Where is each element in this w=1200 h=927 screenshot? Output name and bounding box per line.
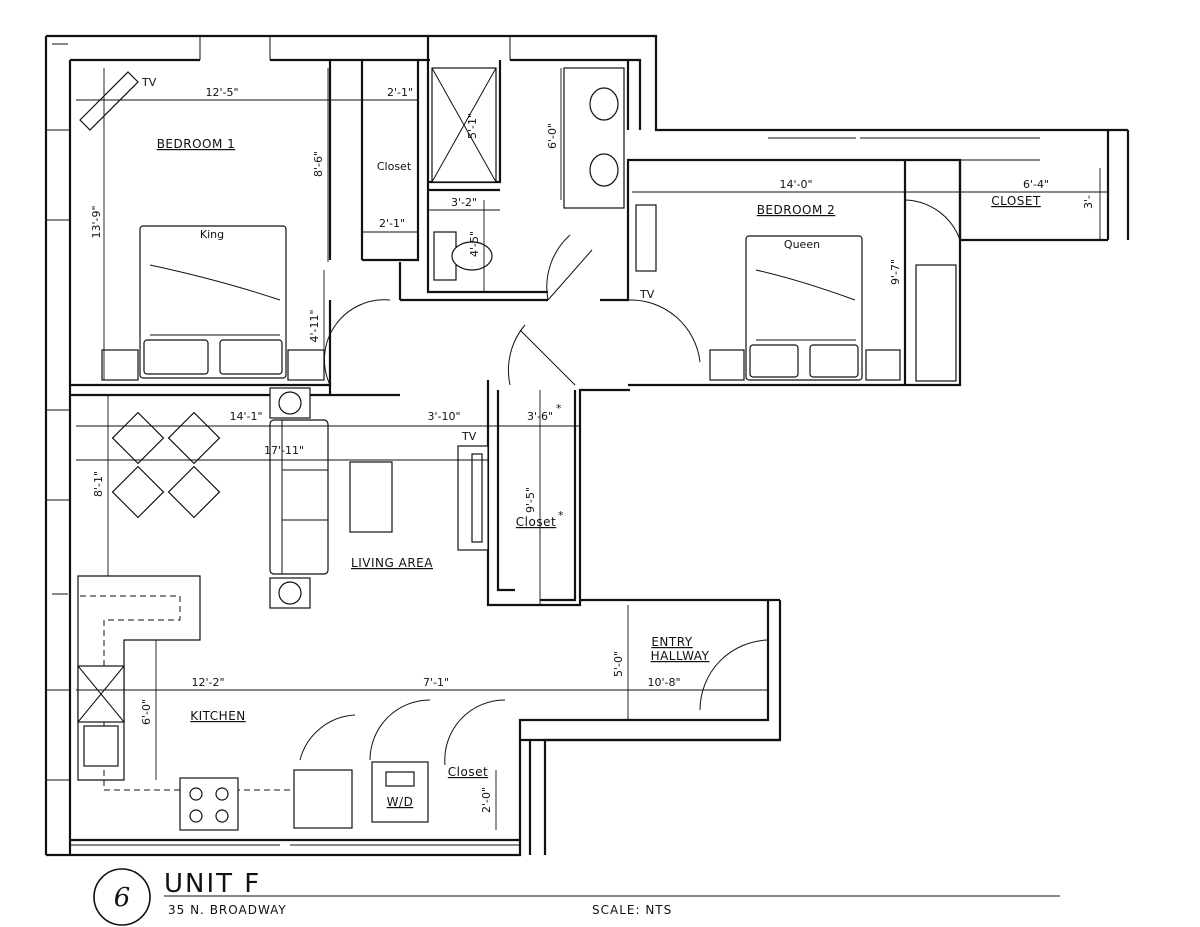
dim-closet-width-asterisk: * <box>556 402 562 415</box>
dim-living-width: 14'-1" <box>229 410 262 423</box>
dim-closet2-depth: 3'- <box>1082 195 1095 209</box>
dim-bedroom1-depth: 8'-6" <box>312 151 325 177</box>
tv-label-bedroom-1: TV <box>141 76 157 89</box>
washer-dryer-label: W/D <box>387 795 414 809</box>
dim-closet2-width: 6'-4" <box>1023 178 1049 191</box>
room-label-entry: ENTRY <box>651 635 692 649</box>
room-label-kitchen: KITCHEN <box>190 709 246 723</box>
exterior-walls <box>44 34 1130 857</box>
tv-label-bedroom-2: TV <box>639 288 655 301</box>
closet-living-asterisk: * <box>558 509 564 522</box>
dim-bedroom1-width: 12'-5" <box>205 86 238 99</box>
title-block: 6 UNIT F 35 N. BROADWAY SCALE: NTS <box>93 868 1060 926</box>
dimension-lines <box>76 68 1108 830</box>
dim-kitchen-depth: 6'-0" <box>140 699 153 725</box>
dim-kitchen-width: 12'-2" <box>191 676 224 689</box>
dim-toilet-width: 3'-2" <box>451 196 477 209</box>
dim-bedroom2-depth: 9'-7" <box>889 259 902 285</box>
dim-dining-depth: 8'-1" <box>92 471 105 497</box>
dim-closet-width: 3'-6" <box>527 410 553 423</box>
dim-laundry-width: 7'-1" <box>423 676 449 689</box>
bed-label-queen: Queen <box>784 238 820 251</box>
plan-number: 6 <box>114 883 131 913</box>
dim-toilet-depth: 4'-5" <box>468 231 481 257</box>
bed-label-king: King <box>200 228 224 241</box>
closet-label-bedroom-1: Closet <box>377 160 412 173</box>
dim-living-length: 17'-11" <box>264 444 304 457</box>
dim-bedroom1-length: 13'-9" <box>90 205 103 238</box>
dim-closet-top: 2'-1" <box>387 86 413 99</box>
room-label-bedroom-1: BEDROOM 1 <box>157 137 236 151</box>
dim-bedroom2-width: 14'-0" <box>779 178 812 191</box>
dim-closet-bottom: 2'-1" <box>379 217 405 230</box>
dim-vanity: 6'-0" <box>546 123 559 149</box>
dim-closet-depth: 9'-5" <box>524 487 537 513</box>
dim-hallway-length: 10'-8" <box>647 676 680 689</box>
dim-closet-kitchen-depth: 2'-0" <box>480 787 493 813</box>
address: 35 N. BROADWAY <box>168 903 287 917</box>
room-label-living-area: LIVING AREA <box>351 556 433 570</box>
scale-note: SCALE: NTS <box>592 903 672 917</box>
closet-label-bedroom-2: CLOSET <box>991 194 1041 208</box>
room-label-bedroom-2: BEDROOM 2 <box>757 203 836 217</box>
plan-number-circle <box>93 868 151 926</box>
furniture <box>77 67 957 831</box>
closet-label-living: Closet <box>516 515 556 529</box>
closet-label-kitchen: Closet <box>448 765 488 779</box>
doors <box>299 199 961 766</box>
dim-hall-width: 3'-10" <box>427 410 460 423</box>
unit-title: UNIT F <box>164 869 261 899</box>
room-label-hallway: HALLWAY <box>651 649 710 663</box>
dim-bedroom1-lower: 4'-11" <box>308 309 321 342</box>
dim-entry-depth: 5'-0" <box>612 651 625 677</box>
tv-label-living: TV <box>461 430 477 443</box>
dim-shower: 5'-1" <box>466 113 479 139</box>
